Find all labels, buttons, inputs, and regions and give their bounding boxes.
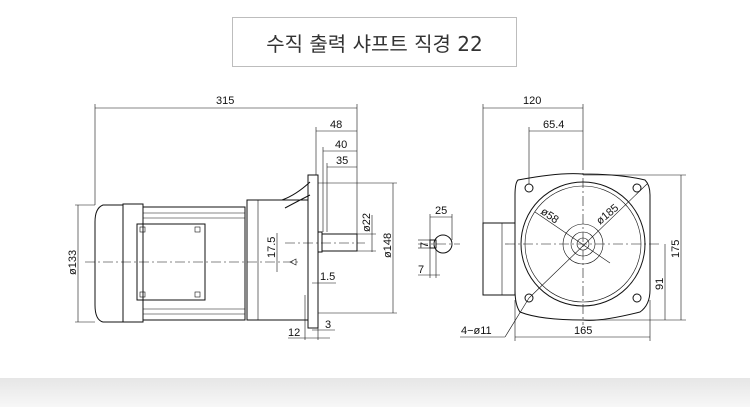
side-view: 315 48 40 35 ø148 ø22 ø133 17.5 1.5 12 3 xyxy=(67,95,397,340)
dim-pcd: ø185 xyxy=(594,202,621,227)
dim-center-height-91: 91 xyxy=(654,278,666,290)
dim-pilot-dia: ø58 xyxy=(538,206,560,227)
front-view: ø58 ø185 120 65.4 175 91 165 4−ø11 xyxy=(460,95,686,341)
dim-315: 315 xyxy=(216,95,234,107)
dim-offset: 17.5 xyxy=(266,237,278,258)
dim-key-7-upper: 7 xyxy=(419,242,431,248)
dim-shaft-dia: ø22 xyxy=(361,213,373,232)
footer-band xyxy=(0,378,750,407)
dim-3: 3 xyxy=(325,319,331,331)
dim-key-7-lower: 7 xyxy=(418,264,424,276)
dim-width-165: 165 xyxy=(574,325,592,337)
key-detail: 25 7 7 xyxy=(418,205,460,278)
dim-1-5: 1.5 xyxy=(320,271,335,283)
dim-key-25: 25 xyxy=(435,205,447,217)
dim-12: 12 xyxy=(288,327,300,339)
dim-120: 120 xyxy=(523,95,541,107)
dim-flange-dia: ø148 xyxy=(382,233,394,258)
dim-motor-dia: ø133 xyxy=(67,250,79,275)
dim-48: 48 xyxy=(330,119,342,131)
dim-40: 40 xyxy=(335,139,347,151)
dim-height-175: 175 xyxy=(670,240,682,258)
dim-holes: 4−ø11 xyxy=(461,325,492,337)
page-title: 수직 출력 샤프트 직경 22 xyxy=(232,17,517,67)
dim-35: 35 xyxy=(336,155,348,167)
dim-65-4: 65.4 xyxy=(543,119,564,131)
